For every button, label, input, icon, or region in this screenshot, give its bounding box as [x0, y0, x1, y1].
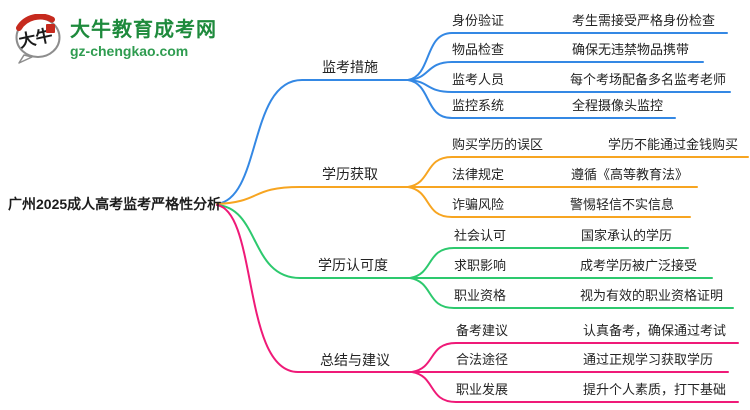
branch-line — [216, 204, 413, 373]
branch-supervision-lines — [216, 32, 731, 205]
logo-text-block: 大牛教育成考网 gz-chengkao.com — [70, 14, 217, 60]
branch-line — [409, 247, 689, 279]
branch-line — [407, 79, 731, 93]
branch-2-topic: 学历获取 — [322, 166, 378, 182]
branch-line — [411, 371, 739, 403]
branch-2-child-3: 诈骗风险 — [452, 197, 505, 212]
branch-1-leaf-3: 每个考场配备多名监考老师 — [570, 72, 727, 87]
branch-3-child-3: 职业资格 — [454, 288, 507, 303]
branch-3-leaf-1: 国家承认的学历 — [581, 228, 673, 243]
branch-3-leaf-2: 成考学历被广泛接受 — [580, 258, 698, 273]
branch-2-leaf-3: 警惕轻信不实信息 — [570, 197, 675, 212]
branch-1-leaf-2: 确保无违禁物品携带 — [572, 42, 690, 57]
branch-4-child-3: 职业发展 — [456, 382, 509, 397]
branch-4-child-2: 合法途径 — [456, 352, 509, 367]
branch-line — [407, 156, 749, 188]
branch-4-topic: 总结与建议 — [320, 352, 390, 368]
root-topic: 广州2025成人高考监考严格性分析 — [8, 196, 222, 212]
branch-3-child-1: 社会认可 — [454, 228, 507, 243]
logo-site-url: gz-chengkao.com — [70, 43, 189, 59]
branch-1-leaf-4: 全程摄像头监控 — [572, 98, 664, 113]
branch-line — [407, 32, 728, 81]
branch-4-leaf-2: 通过正规学习获取学历 — [583, 352, 714, 367]
branch-degree-acquisition-lines — [216, 156, 749, 218]
site-logo[interactable]: 大牛 大牛教育成考网 gz-chengkao.com — [12, 14, 217, 64]
branch-3-leaf-3: 视为有效的职业资格证明 — [580, 288, 724, 303]
red-seal-icon — [46, 24, 55, 33]
branch-degree-recognition-lines — [216, 204, 734, 309]
branch-line — [407, 61, 704, 81]
branch-4-leaf-3: 提升个人素质，打下基础 — [583, 382, 727, 397]
branch-line — [216, 186, 409, 205]
branch-1-child-2: 物品检查 — [452, 42, 505, 57]
branch-1-child-3: 监考人员 — [452, 72, 505, 87]
branch-2-leaf-2: 遵循《高等教育法》 — [571, 167, 689, 182]
branch-line — [216, 79, 409, 205]
branch-3-child-2: 求职影响 — [454, 258, 507, 273]
bull-speech-bubble-icon: 大牛 — [15, 14, 61, 64]
branch-2-child-1: 购买学历的误区 — [452, 137, 544, 152]
branch-1-child-1: 身份验证 — [452, 13, 505, 28]
branch-4-child-1: 备考建议 — [456, 323, 509, 338]
branch-line — [409, 277, 734, 309]
branch-summary-lines — [216, 204, 739, 403]
branch-2-child-2: 法律规定 — [452, 167, 505, 182]
branch-1-leaf-1: 考生需接受严格身份检查 — [572, 13, 716, 28]
branch-line — [216, 204, 411, 279]
branch-2-leaf-1: 学历不能通过金钱购买 — [608, 137, 739, 152]
branch-4-leaf-1: 认真备考，确保通过考试 — [583, 323, 727, 338]
branch-1-topic: 监考措施 — [322, 59, 378, 75]
branch-3-topic: 学历认可度 — [318, 257, 388, 273]
branch-line — [407, 186, 691, 218]
branch-line — [411, 342, 739, 373]
logo-site-name: 大牛教育成考网 — [70, 19, 217, 41]
branch-line — [407, 79, 676, 119]
branch-1-child-4: 监控系统 — [452, 98, 505, 113]
